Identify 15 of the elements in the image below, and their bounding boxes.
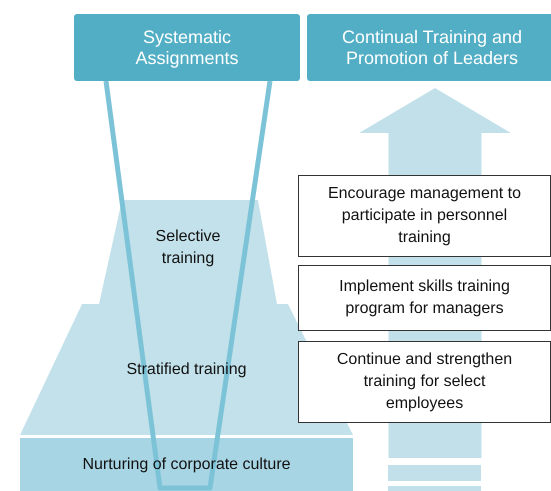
heading-box [307,14,551,81]
measure-text: Encourage management to participate in personnel training [326,184,522,248]
level-label: Stratified training [126,360,247,380]
level-label: Selective training [154,227,222,269]
measure-box [298,341,551,423]
base-level-bar [20,438,353,491]
heading-box [74,14,300,81]
heading-text: Systematic Assignments [134,26,240,68]
measure-text: Implement skills training program for managers [338,277,511,319]
measure-box [298,265,551,331]
measure-box [298,175,551,257]
heading-text: Continual Training and Promotion of Leaders [340,26,524,68]
measure-text: Continue and strengthen training for select employees [336,350,514,414]
block-arrow [359,88,511,458]
level-label: Nurturing of corporate culture [82,454,291,474]
